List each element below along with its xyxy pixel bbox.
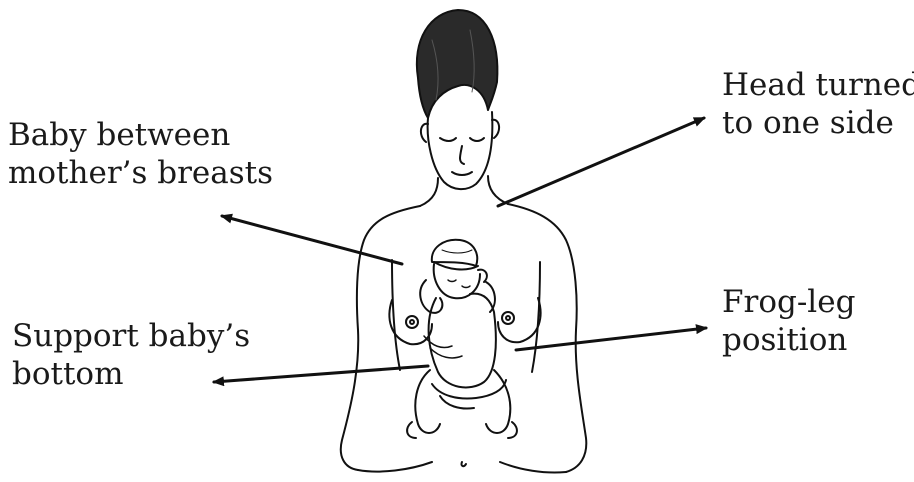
mother-hair (417, 10, 498, 118)
label-frog-leg-line1: Frog-leg (722, 283, 855, 321)
right-breast (498, 298, 541, 342)
baby-left-leg (415, 370, 440, 433)
label-baby-between-line1: Baby between (8, 116, 273, 154)
label-frog-leg: Frog-leg position (722, 283, 855, 359)
arrow-head-turned (498, 118, 704, 206)
label-head-turned: Head turned to one side (722, 66, 914, 142)
mother-hands (424, 336, 506, 409)
label-frog-leg-line2: position (722, 321, 855, 359)
arrow-frog-leg (516, 328, 706, 350)
baby-body (429, 294, 496, 388)
mother-left-side (341, 206, 420, 470)
label-support-bottom-line1: Support baby’s (12, 317, 250, 355)
label-head-turned-line2: to one side (722, 104, 914, 142)
mother-right-side (508, 204, 586, 472)
label-head-turned-line1: Head turned (722, 66, 914, 104)
label-support-bottom-line2: bottom (12, 355, 250, 393)
label-baby-between: Baby between mother’s breasts (8, 116, 273, 192)
label-support-bottom: Support baby’s bottom (12, 317, 250, 393)
label-baby-between-line2: mother’s breasts (8, 154, 273, 192)
